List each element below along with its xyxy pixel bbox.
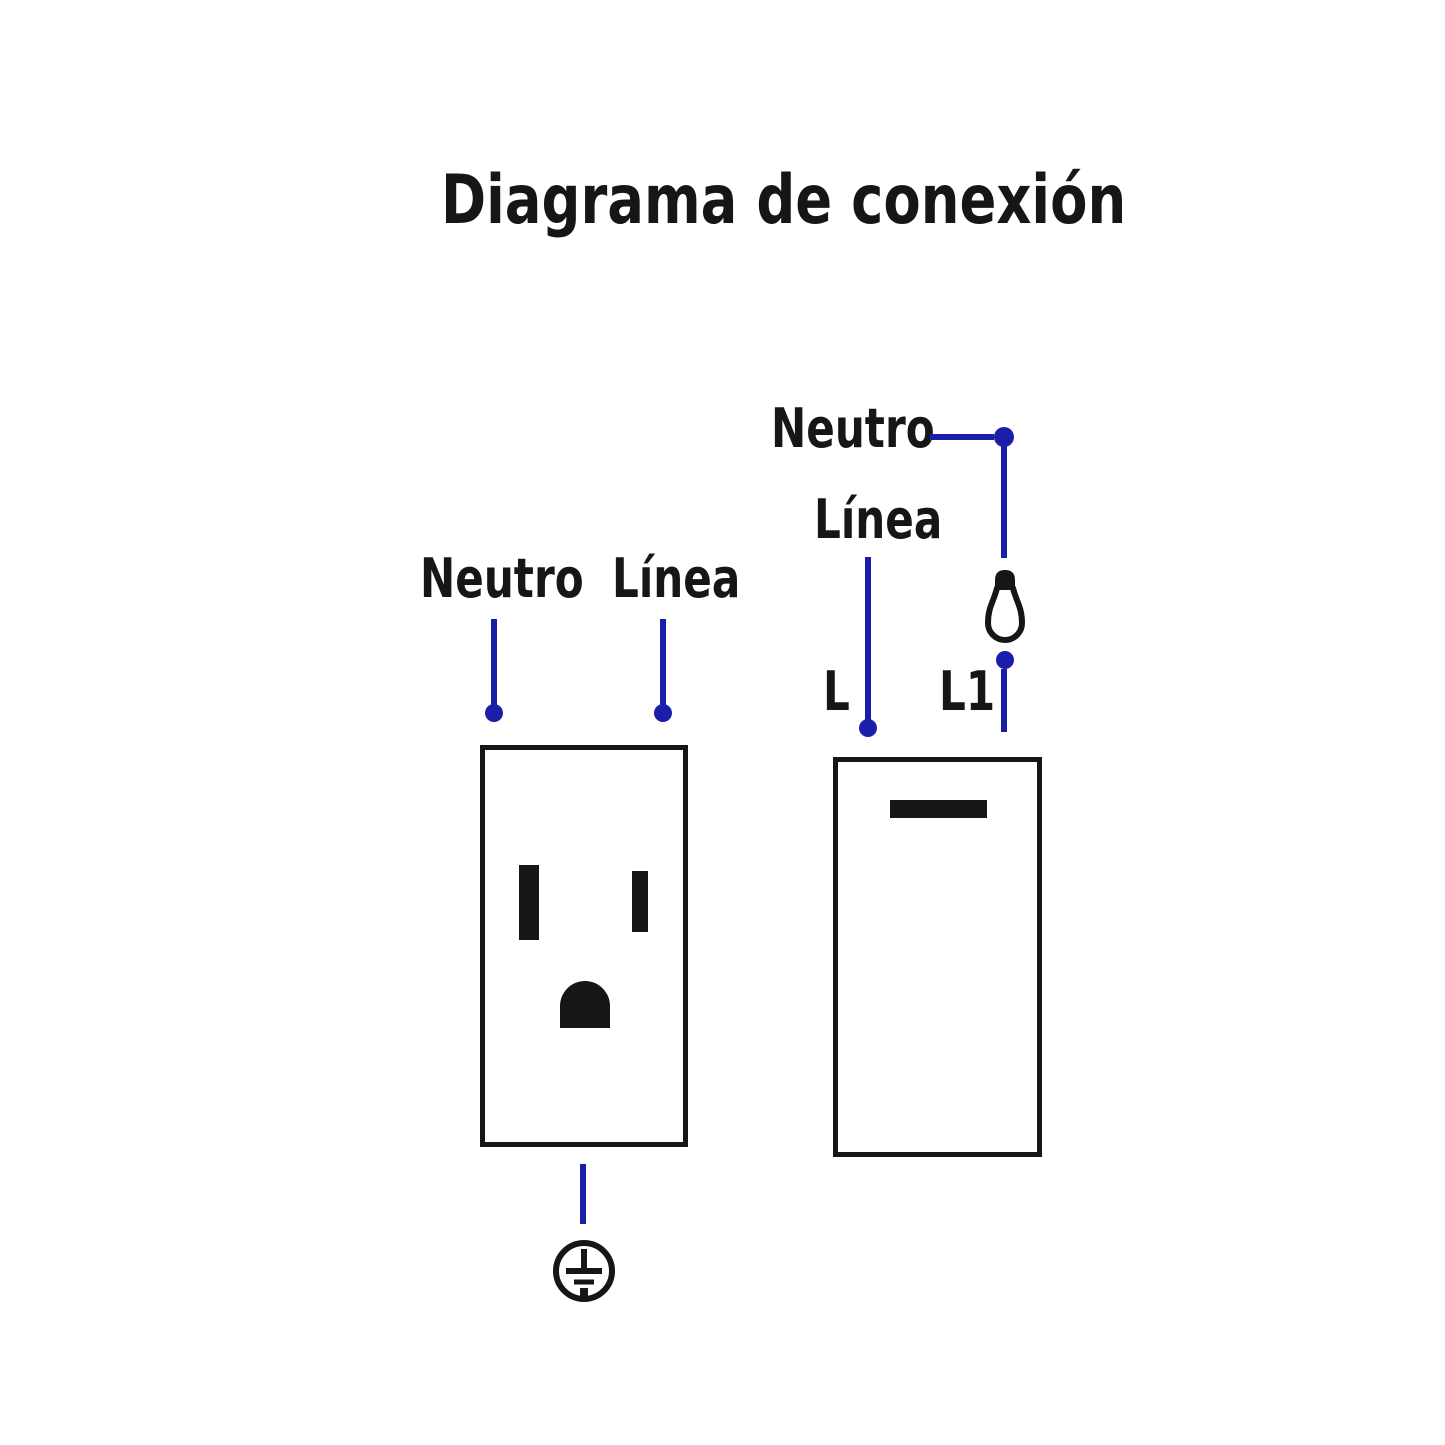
l1-wire bbox=[1001, 669, 1007, 732]
lamp-terminal-dot bbox=[996, 651, 1014, 669]
switch-neutral-wire-horizontal bbox=[930, 434, 994, 440]
light-bulb-icon bbox=[984, 570, 1026, 643]
receptacle-neutral-slot bbox=[519, 865, 539, 940]
bulb-socket bbox=[995, 570, 1015, 590]
bulb-glass bbox=[984, 585, 1026, 643]
switch-line-label: Línea bbox=[814, 488, 943, 551]
switch-neutral-label: Neutro bbox=[771, 397, 935, 460]
switch-rocker bbox=[890, 800, 987, 818]
receptacle-neutral-terminal-dot bbox=[485, 704, 503, 722]
switch-body bbox=[833, 757, 1042, 1157]
receptacle-neutral-label: Neutro bbox=[420, 547, 584, 610]
receptacle-line-wire bbox=[660, 619, 666, 707]
receptacle-neutral-wire bbox=[491, 619, 497, 707]
receptacle-line-label: Línea bbox=[612, 547, 741, 610]
switch-neutral-corner-dot bbox=[994, 427, 1014, 447]
receptacle-ground-slot bbox=[560, 981, 610, 1028]
switch-l-terminal-label: L bbox=[823, 660, 850, 723]
page-title: Diagrama de conexión bbox=[441, 161, 1127, 240]
ground-icon bbox=[553, 1240, 615, 1302]
receptacle-line-slot bbox=[632, 871, 648, 932]
receptacle-body bbox=[480, 745, 688, 1147]
lamp-neutral-wire bbox=[1001, 446, 1007, 558]
ground-wire bbox=[580, 1164, 586, 1224]
switch-l1-terminal-label: L1 bbox=[939, 660, 996, 723]
switch-line-terminal-dot bbox=[859, 719, 877, 737]
receptacle-line-terminal-dot bbox=[654, 704, 672, 722]
switch-line-wire bbox=[865, 557, 871, 720]
